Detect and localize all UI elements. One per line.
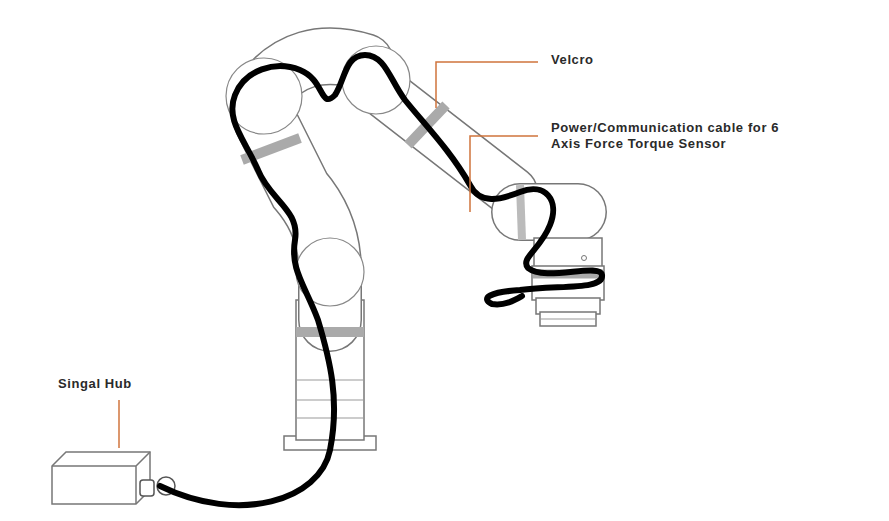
callout-label: Velcro (551, 52, 594, 68)
callout-label: Singal Hub (58, 376, 132, 392)
callout-label: Power/Communication cable for 6 Axis For… (551, 120, 796, 153)
